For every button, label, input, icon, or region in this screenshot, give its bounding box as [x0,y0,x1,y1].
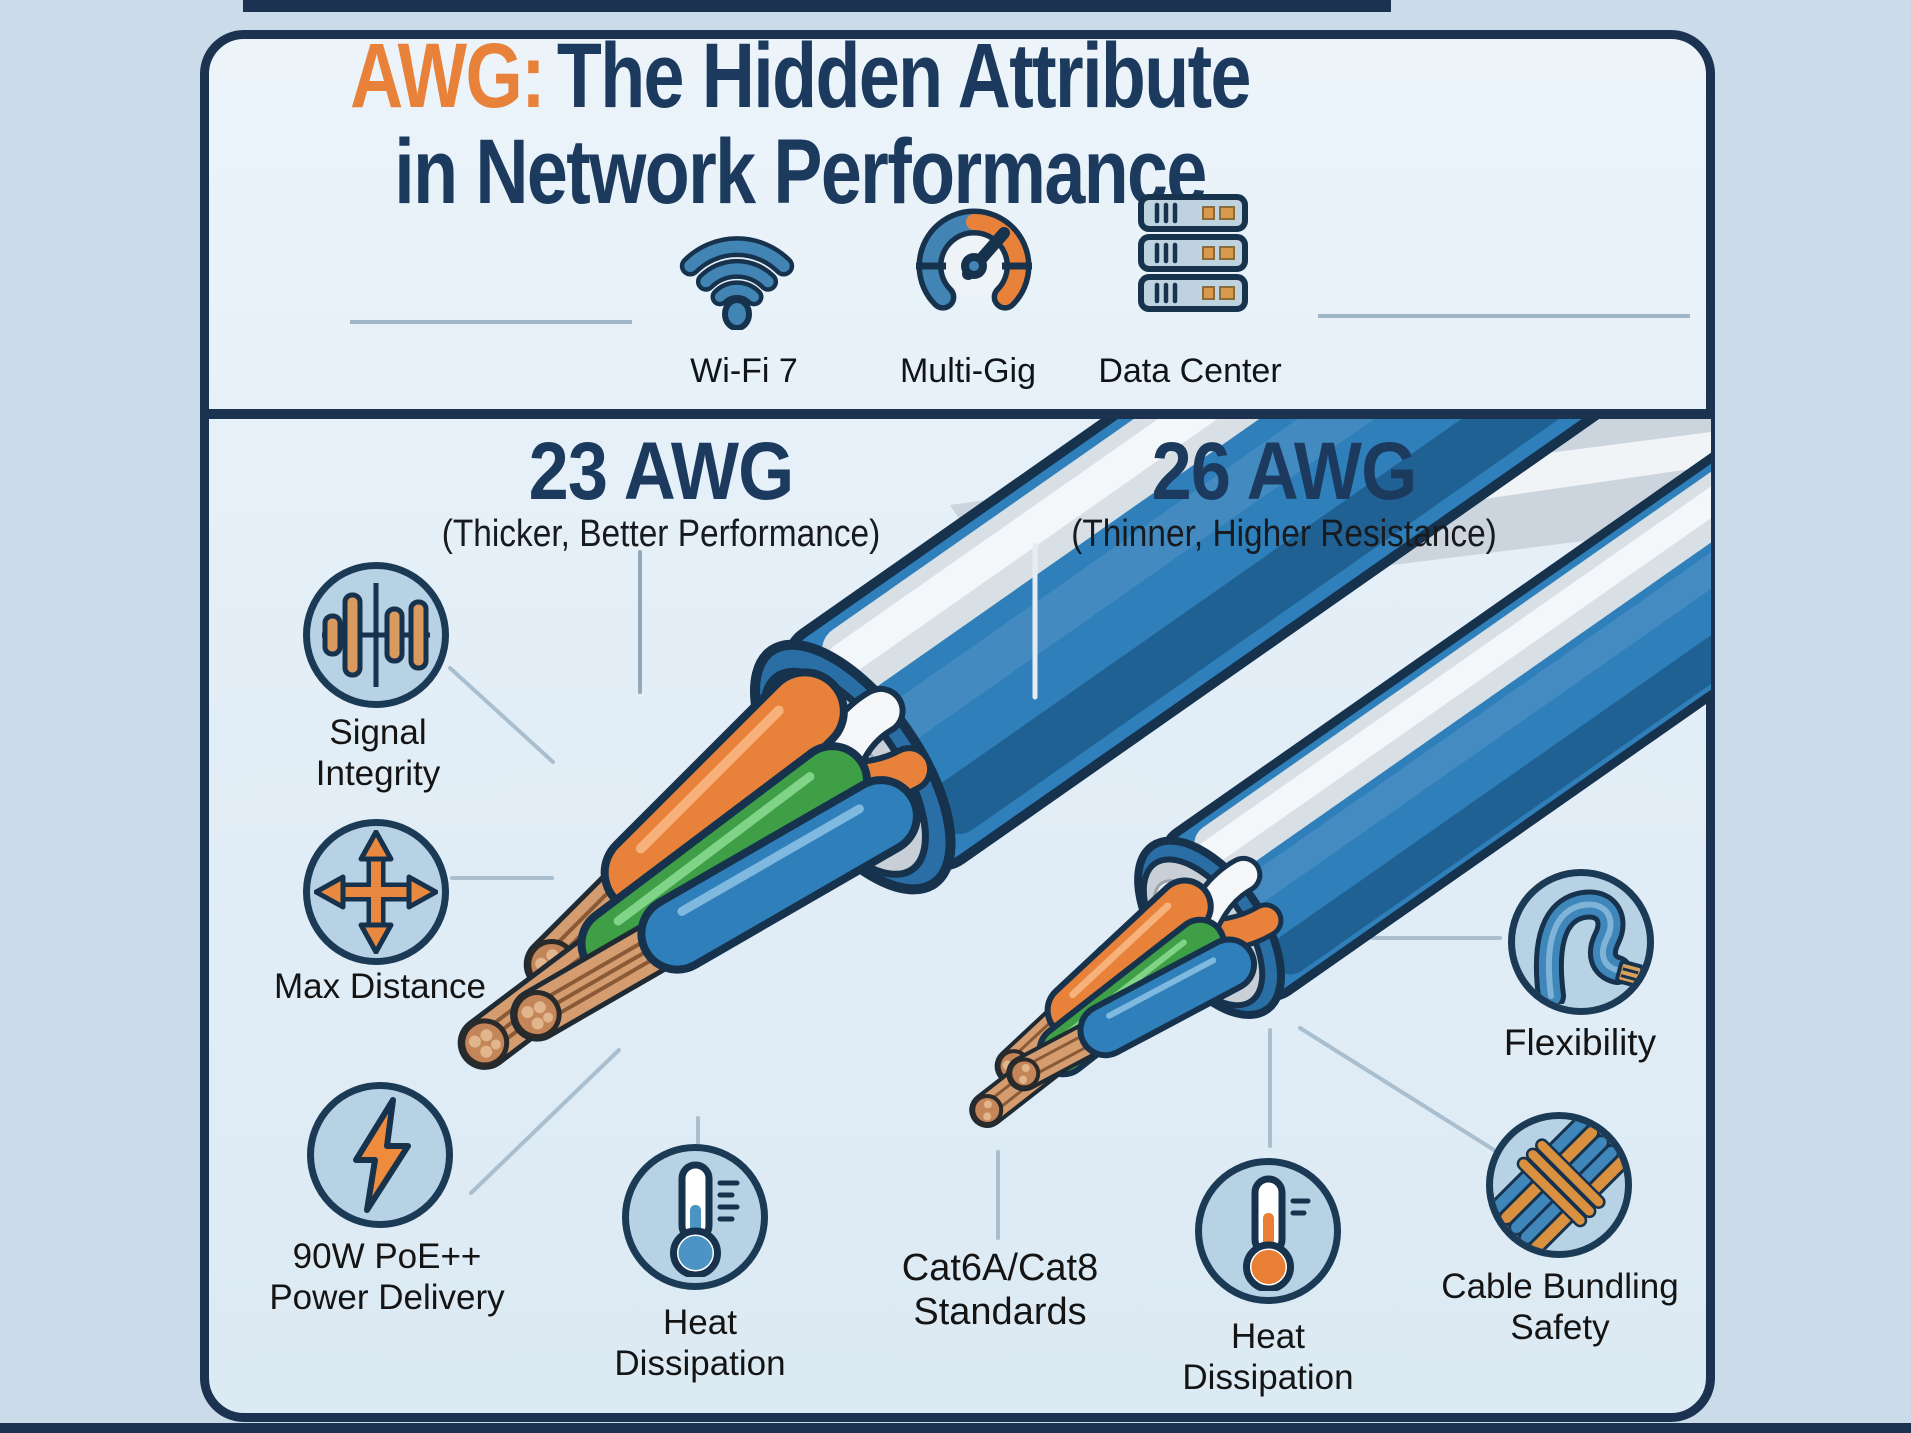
poe-label: 90W PoE++Power Delivery [269,1237,505,1317]
top-edge-bar [243,0,1391,12]
section-26awg: 26 AWG (Thinner, Higher Resistance) [1071,426,1497,556]
signal-integrity-badge [303,562,449,708]
lightning-bolt-icon [353,1097,411,1213]
wifi-label: Wi-Fi 7 [690,352,798,390]
heat-dissipation-right-badge [1195,1158,1341,1304]
title-line1: The Hidden Attribute [556,25,1252,127]
max-distance-label: Max Distance [273,967,487,1006]
section-23awg-title: 23 AWG [528,426,795,517]
flexibility-badge [1508,869,1654,1015]
bent-cable-icon [1533,889,1643,1004]
wifi-icon [679,236,795,330]
signal-integrity-icon [322,583,430,687]
title-accent: AWG: [350,25,546,127]
speed-gauge-icon [916,208,1032,311]
flexibility-label: Flexibility [1503,1022,1657,1063]
max-distance-badge [303,819,449,965]
heat-dissipation-left-badge [622,1144,768,1290]
max-distance-icon [314,830,438,954]
section-23awg-subtitle: (Thicker, Better Performance) [441,513,881,555]
cable-bundle-icon [1493,1119,1625,1251]
data-center-label: Data Center [1098,352,1282,390]
page-title: AWG:The Hidden Attribute in Network Perf… [350,25,1252,223]
thermometer-blue-icon [670,1161,740,1277]
cable-bundling-badge [1486,1112,1632,1258]
title-line2: in Network Performance [394,121,1207,223]
poe-badge [307,1082,453,1228]
bottom-edge-bar [0,1423,1911,1433]
thermometer-orange-icon [1243,1175,1311,1291]
server-rack-icon [1138,194,1248,312]
multi-gig-label: Multi-Gig [899,352,1037,390]
section-26awg-subtitle: (Thinner, Higher Resistance) [1071,513,1497,555]
section-26awg-title: 26 AWG [1151,426,1418,517]
section-23awg: 23 AWG (Thicker, Better Performance) [441,426,881,556]
